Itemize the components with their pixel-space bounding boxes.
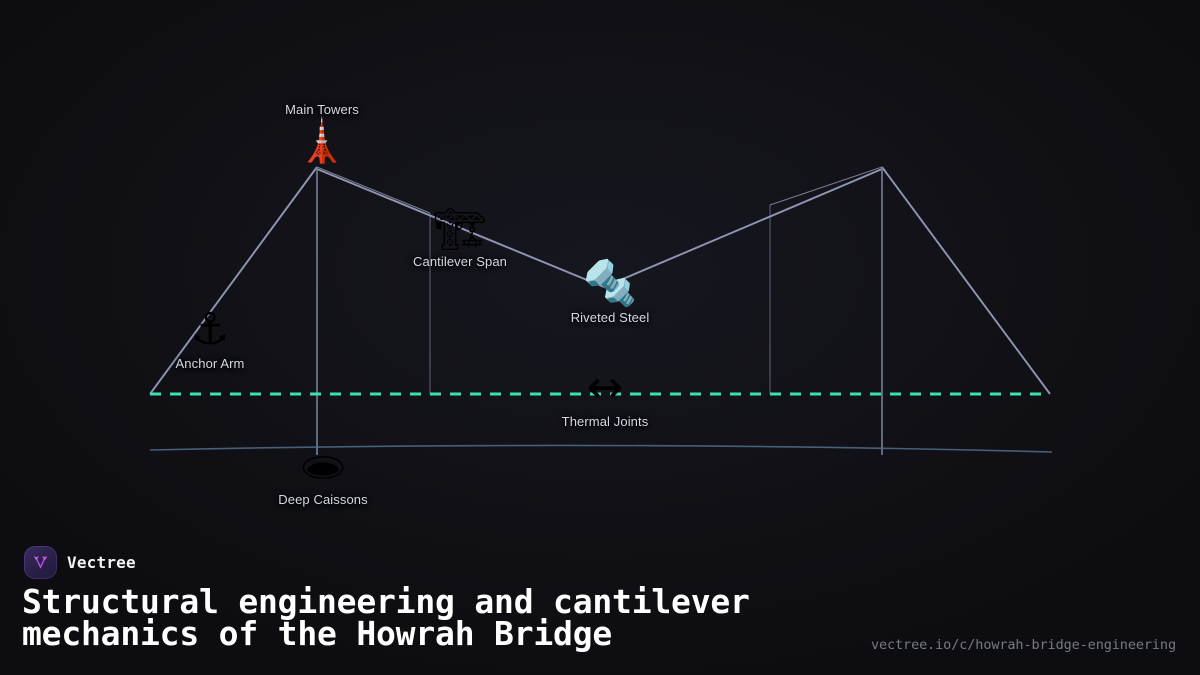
page-title: Structural engineering and cantilever me… xyxy=(22,585,852,653)
river-water-line xyxy=(149,444,1053,453)
page-title-line-2: mechanics of the Howrah Bridge xyxy=(22,614,613,653)
page-title-line-1: Structural engineering and cantilever xyxy=(22,582,750,621)
footer: Vectree Structural engineering and canti… xyxy=(0,540,1200,675)
vectree-glyph xyxy=(34,556,47,569)
bridge-diagram: Main Towers 🗼 🏗 Cantilever Span 🔩 Rivete… xyxy=(149,102,1053,507)
left-cantilever-arm xyxy=(316,168,605,288)
right-anchor-diagonal xyxy=(881,166,1051,395)
vectree-logo-icon xyxy=(24,546,57,579)
brand-name: Vectree xyxy=(67,553,136,572)
right-upper-tie xyxy=(769,166,883,206)
left-anchor-diagonal xyxy=(149,166,318,395)
source-url[interactable]: vectree.io/c/howrah-bridge-engineering xyxy=(870,637,1176,653)
brand-lockup[interactable]: Vectree xyxy=(24,546,136,579)
right-cantilever-arm xyxy=(603,168,883,288)
left-upper-tie xyxy=(316,166,431,214)
bridge-schematic-svg xyxy=(149,166,1053,455)
